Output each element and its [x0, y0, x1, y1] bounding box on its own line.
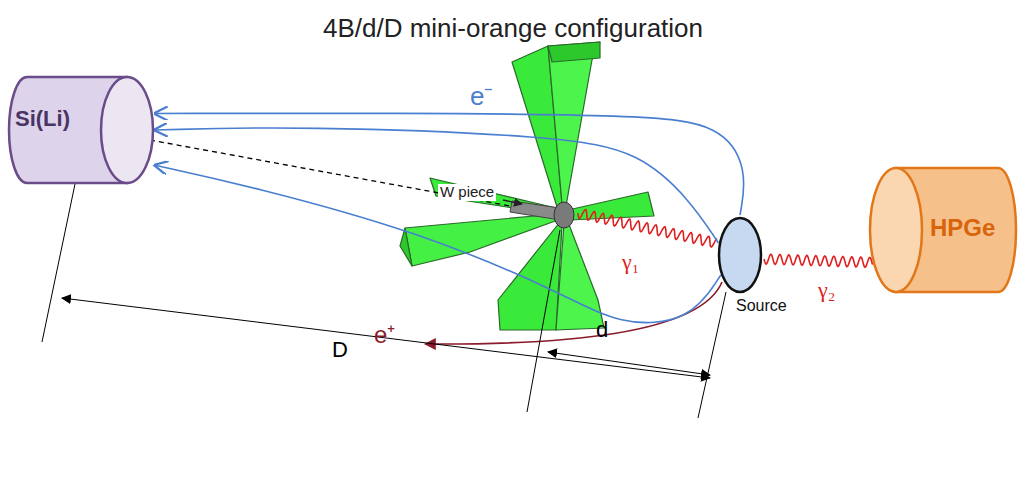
part-label: W piece: [438, 184, 496, 201]
dimension-label: d: [594, 318, 610, 342]
positron-track: [425, 282, 722, 344]
electron-track: [155, 128, 718, 243]
node-label: Source: [736, 297, 787, 315]
dimension-label: D: [330, 338, 350, 362]
leader-line: [503, 200, 522, 204]
node-label: HPGe: [930, 215, 995, 241]
germanium-detector: HPGe: [868, 165, 1020, 295]
w-piece-rod: [510, 201, 560, 220]
sight-line: [150, 140, 510, 206]
edge-label: γ₂: [818, 278, 835, 302]
gamma-ray: [578, 210, 717, 247]
dimension-lines: [42, 184, 726, 418]
particle-label: e⁺: [372, 322, 397, 348]
mini-orange: [400, 42, 654, 330]
title: 4B/d/D mini-orange configuration: [0, 14, 1026, 43]
node-label: Si(Li): [15, 107, 70, 131]
gamma-label: γ₁: [620, 250, 641, 274]
electron-track: [155, 165, 721, 322]
silicon-detector: Si(Li): [5, 75, 155, 185]
gamma-wave: [578, 210, 717, 247]
source: Source: [716, 215, 764, 295]
node-outline: [716, 215, 764, 295]
gamma-ray: [764, 254, 872, 267]
edge-label: e⁻: [470, 82, 493, 111]
w-piece-end: [554, 202, 574, 228]
